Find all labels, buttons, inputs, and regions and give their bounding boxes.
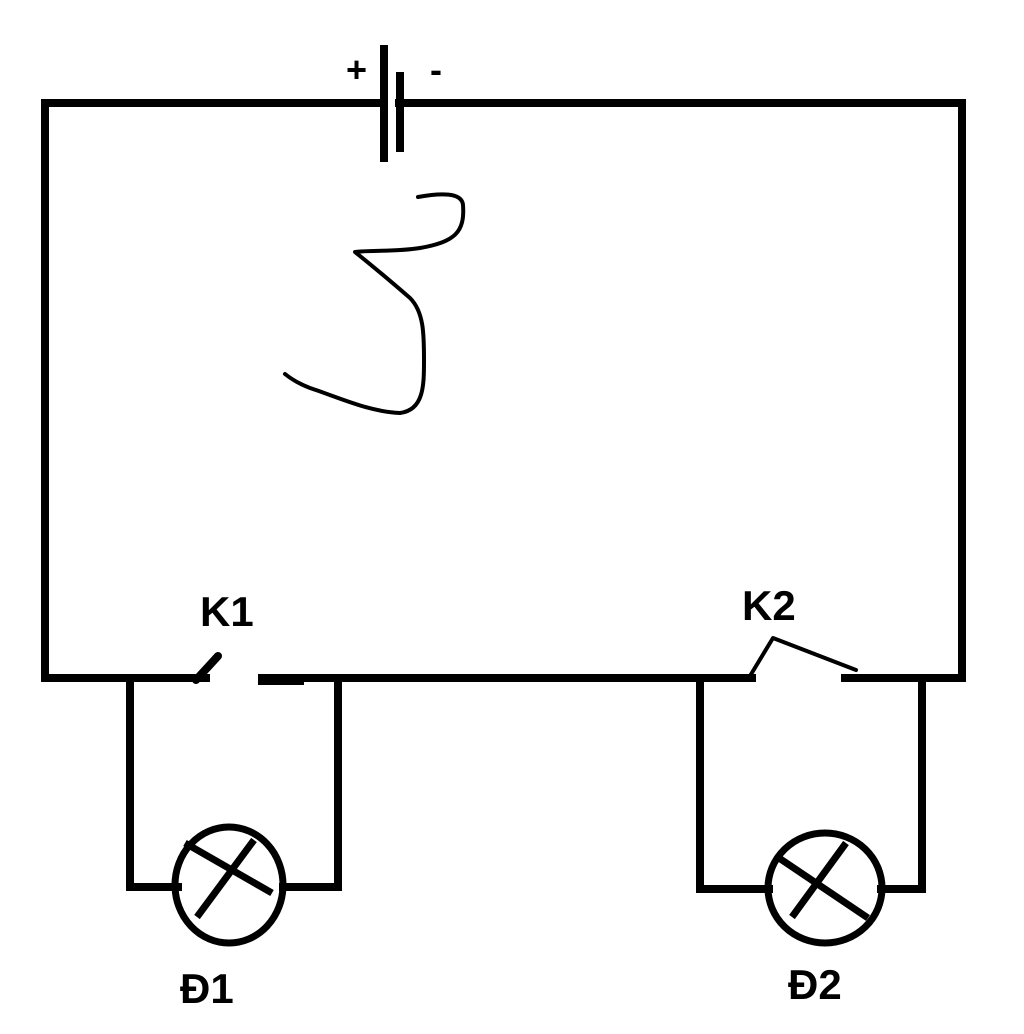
battery-plus-label: + <box>346 49 367 90</box>
lamp-d1-branch: Đ1 <box>126 674 342 1012</box>
lamp-d2-label: Đ2 <box>788 961 842 1008</box>
switch-k1: K1 <box>191 588 304 685</box>
battery: + - <box>346 45 442 162</box>
switch-k1-label: K1 <box>200 588 254 635</box>
lamp-d1 <box>171 823 287 947</box>
lamp-d2-branch: Đ2 <box>696 674 926 1008</box>
main-circuit-wire <box>41 99 966 682</box>
lamp-d2 <box>764 829 886 947</box>
battery-minus-label: - <box>430 49 442 90</box>
switch-k2: K2 <box>741 582 929 682</box>
switch-k2-blade <box>748 636 858 678</box>
lamp-d1-label: Đ1 <box>180 965 234 1012</box>
handwritten-scribble <box>283 192 466 415</box>
switch-k2-label: K2 <box>742 582 796 629</box>
switch-k1-blade <box>192 652 222 684</box>
